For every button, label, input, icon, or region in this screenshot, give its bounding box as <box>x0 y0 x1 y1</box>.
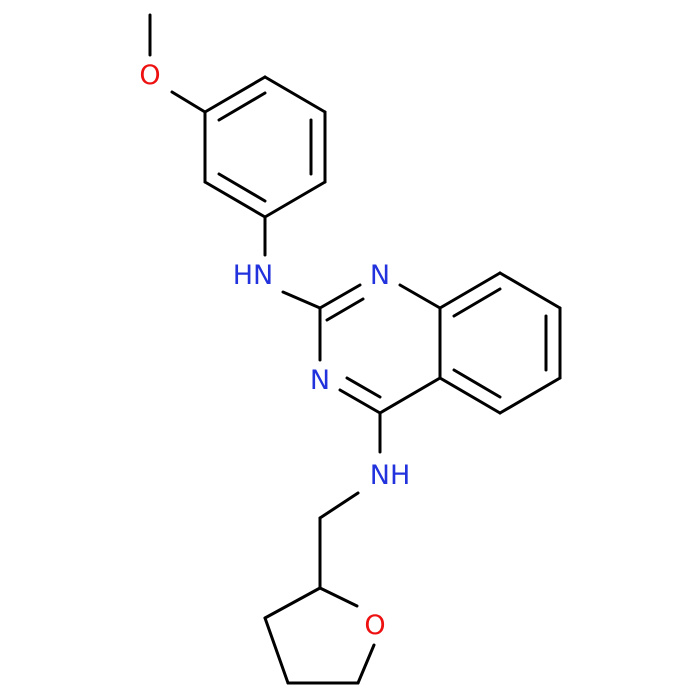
methoxy-oxygen-label: O <box>139 60 160 91</box>
bond <box>263 75 327 114</box>
thf-oxygen-label: O <box>364 610 385 641</box>
top-amine-label: HN <box>233 260 274 291</box>
bond <box>203 75 267 114</box>
bond <box>203 180 267 219</box>
bond <box>263 616 290 685</box>
bond <box>318 586 359 608</box>
bond <box>356 643 376 685</box>
bond <box>325 297 365 322</box>
bond <box>263 586 322 620</box>
bond <box>452 287 502 318</box>
bond <box>217 91 267 122</box>
ring-nitrogen-3-label: N <box>310 365 330 396</box>
bond <box>263 180 327 219</box>
bond <box>338 388 382 415</box>
bonds <box>148 13 562 685</box>
bond <box>438 376 502 415</box>
bond <box>452 368 502 399</box>
bond <box>318 283 362 310</box>
bond <box>217 172 267 203</box>
bottom-amine-label: NH <box>370 460 411 491</box>
bond <box>378 376 442 415</box>
bond <box>318 491 360 520</box>
bond <box>438 271 502 310</box>
bond <box>170 90 207 114</box>
bond <box>281 290 322 310</box>
bond <box>345 376 382 399</box>
ring-nitrogen-1-label: N <box>370 260 390 291</box>
bond <box>398 283 442 310</box>
bond <box>498 376 562 415</box>
atom-labels: O HN N N NH O <box>139 60 410 641</box>
bond <box>498 271 562 310</box>
